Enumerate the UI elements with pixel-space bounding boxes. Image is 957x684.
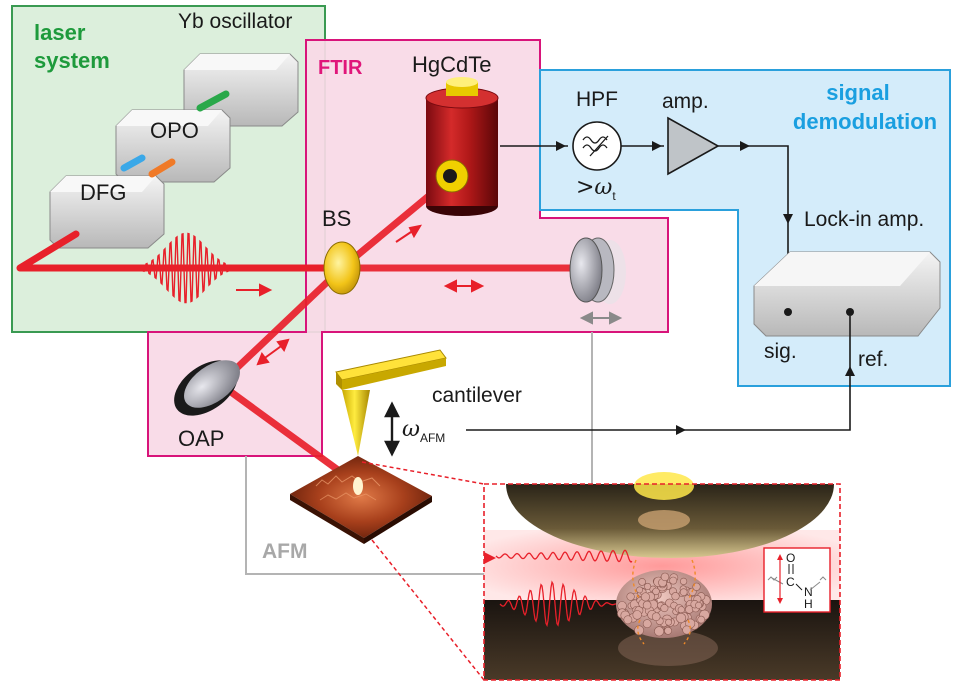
mirror-scan-arrow — [579, 311, 623, 325]
atom-h: H — [804, 597, 813, 611]
amide-molecule-inset: O C N H — [763, 547, 831, 613]
lockin-amplifier-box — [753, 251, 941, 337]
oap-mirror — [174, 360, 240, 416]
yb-oscillator-box — [183, 53, 299, 127]
amplifier-symbol — [667, 116, 720, 176]
zoom-line-bottom — [371, 539, 485, 681]
dfg-box — [49, 175, 165, 249]
tip-oscillation-arrow — [384, 401, 400, 457]
hgcdte-detector — [425, 77, 499, 216]
ref-input-port — [846, 308, 854, 316]
cantilever-label: cantilever — [432, 384, 522, 407]
yb-oscillator-label: Yb oscillator — [178, 10, 292, 33]
hpf-symbol — [572, 121, 622, 171]
delay-double-arrow — [443, 279, 485, 293]
lockin-label: Lock-in amp. — [804, 208, 924, 231]
oap-label: OAP — [178, 426, 224, 451]
atom-c: C — [786, 575, 795, 589]
green-beam — [196, 90, 230, 112]
orange-beam — [148, 158, 176, 178]
hgcdte-label: HgCdTe — [412, 52, 491, 77]
opo-box — [115, 109, 231, 183]
atom-o: O — [786, 551, 795, 565]
hpf-label: HPF — [576, 88, 618, 111]
amplifier-label: amp. — [662, 90, 709, 113]
dfg-label: DFG — [80, 180, 126, 205]
cantilever — [335, 349, 447, 456]
beam-splitter — [323, 241, 361, 295]
hpf-cutoff-label: >ωt — [576, 175, 616, 203]
mid-ir-pulse — [123, 232, 249, 304]
oap-double-arrow — [256, 338, 290, 366]
detector-direction-arrow — [395, 224, 423, 243]
afm-panel-outline — [245, 332, 593, 575]
beam-splitter-label: BS — [322, 206, 351, 231]
beam-direction-arrow — [236, 283, 273, 297]
afm-title: AFM — [262, 540, 308, 563]
afm-reference-line — [466, 316, 851, 431]
sig-input-port — [784, 308, 792, 316]
moving-mirror — [569, 237, 626, 304]
opo-label: OPO — [150, 118, 199, 143]
sample-surface — [290, 456, 432, 544]
blue-beam — [120, 154, 146, 172]
ftir-title: FTIR — [318, 57, 363, 79]
sig-label: sig. — [764, 340, 797, 363]
ref-label: ref. — [858, 348, 888, 371]
omega-afm-label: ωAFM — [402, 417, 445, 445]
atom-n: N — [804, 585, 813, 599]
